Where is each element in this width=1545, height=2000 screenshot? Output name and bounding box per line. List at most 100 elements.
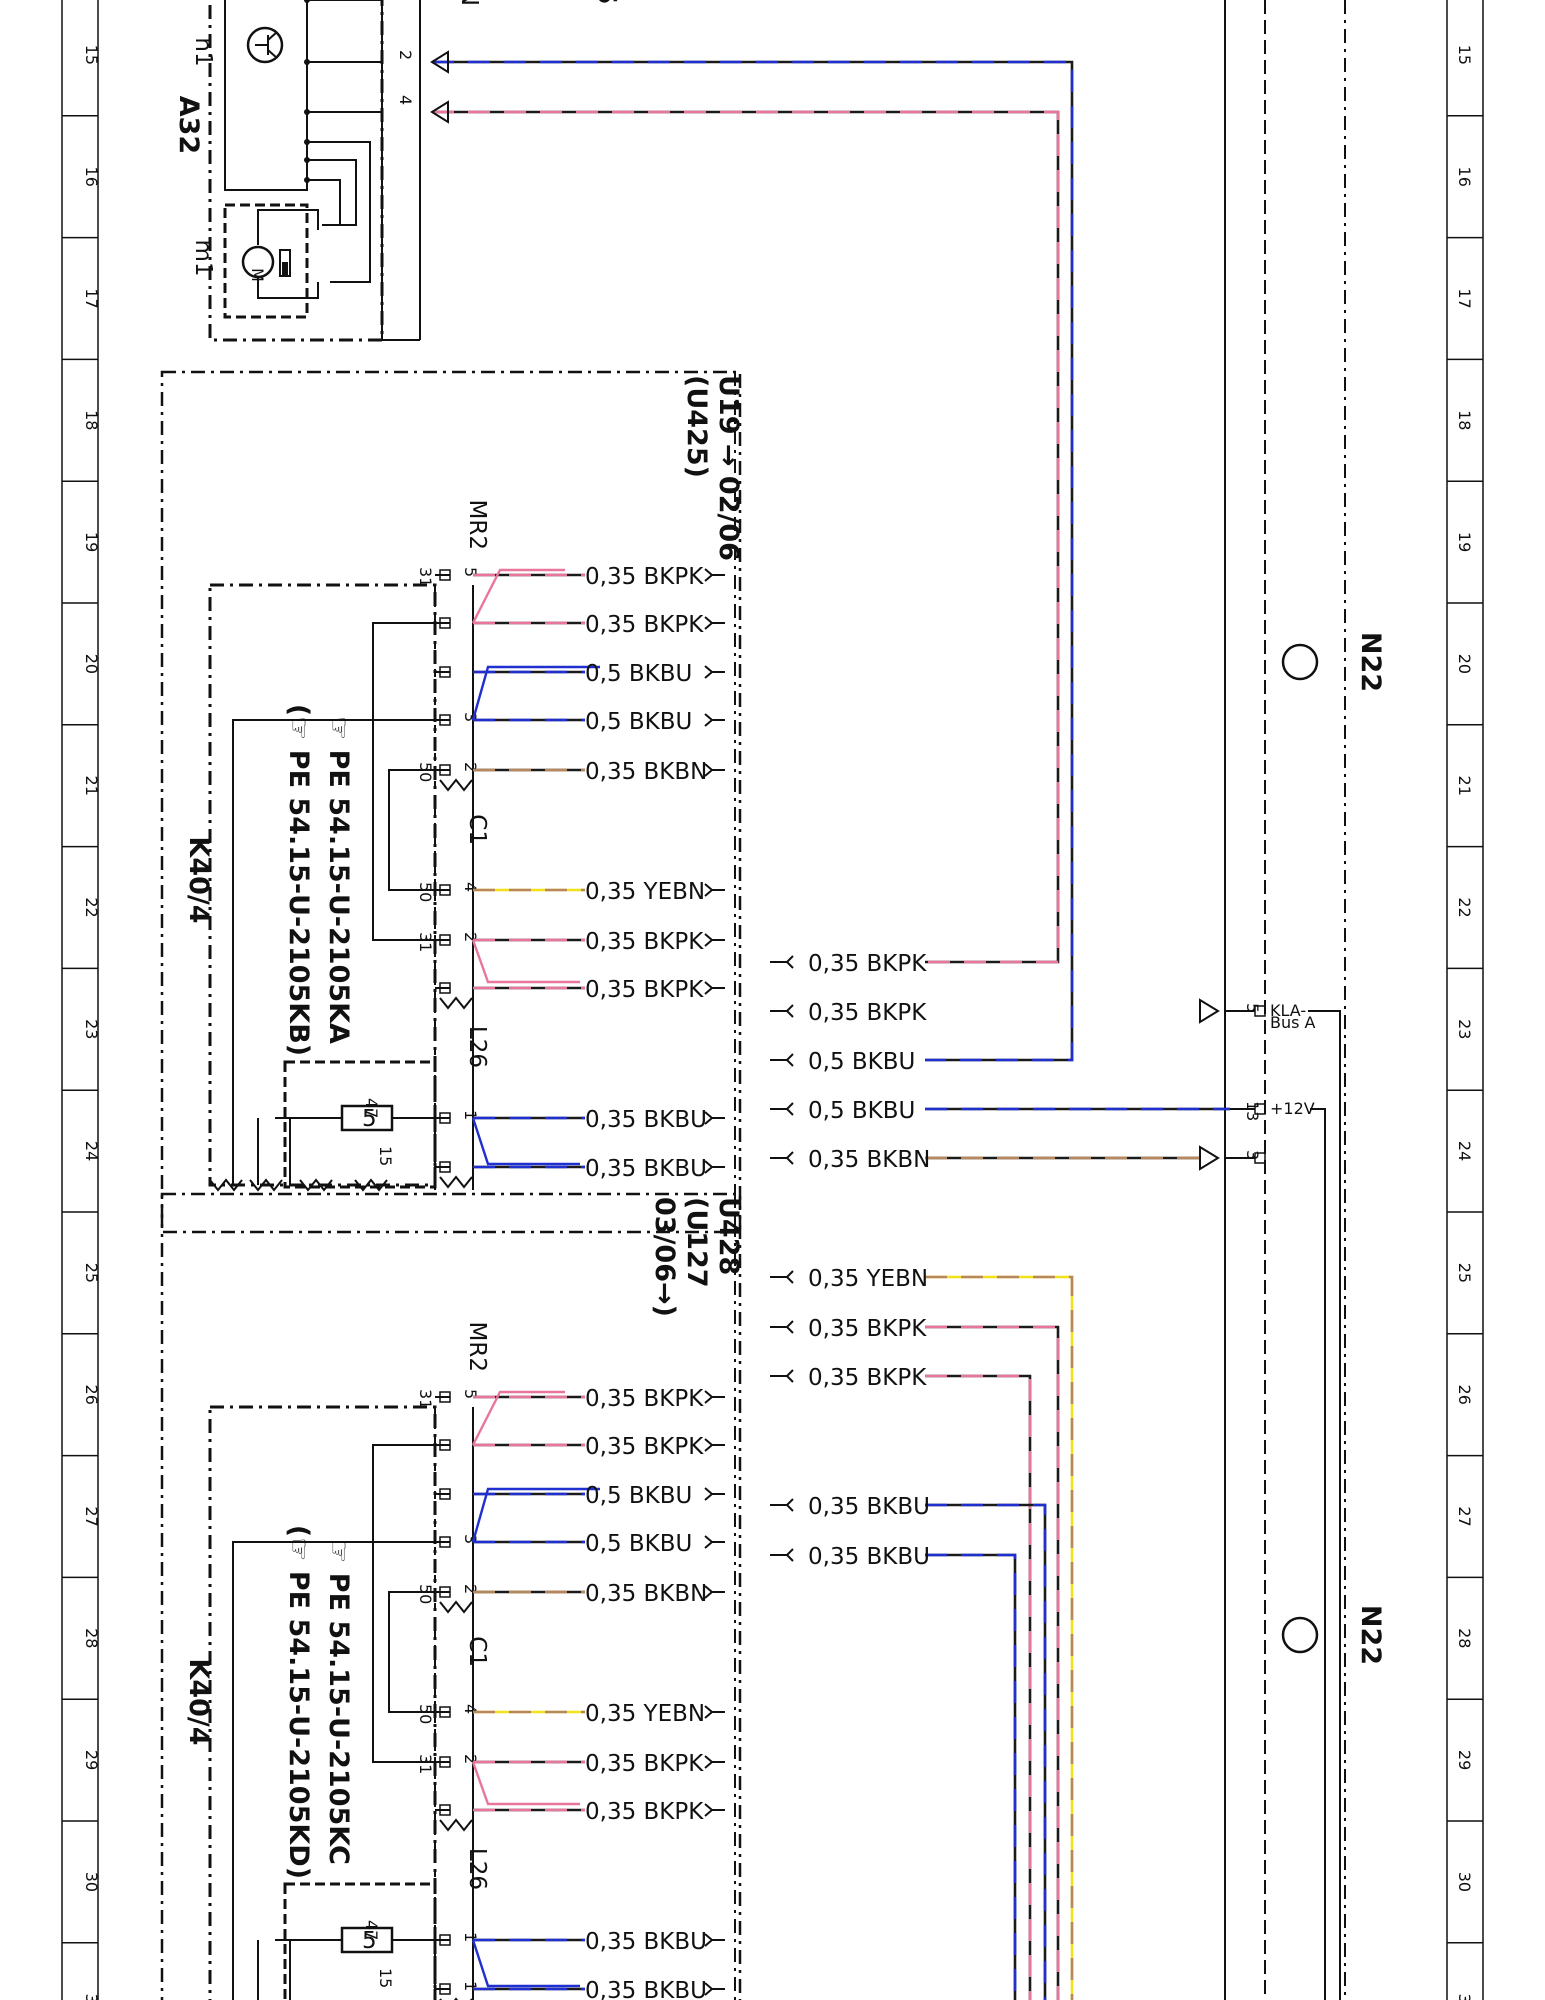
k40-pin-box [439,1391,451,1403]
k40-plug [704,713,714,727]
ruler-label-right: 24 [1455,1141,1474,1161]
k40-splice-bu [471,665,600,721]
mid-plug [785,1320,794,1334]
k40-variant: U19 → 02/06 [713,375,744,561]
k40-l26-frame [283,1882,437,2000]
mid-wire-label-6: 0,35 BKPK [808,1316,927,1342]
k40-wire-label-8: 0,35 BKBU [585,1929,707,1955]
ruler-label-right: 19 [1455,532,1474,552]
m1-wire-a [257,209,319,245]
wires [430,50,1230,2000]
k40-wire-label-3: 0,5 BKBU [585,709,692,735]
ruler-label-right: 29 [1455,1750,1474,1770]
k40-variant3: 03/06→) [649,1197,680,1317]
k40-pin-num: 3 [461,712,480,722]
k40-mr2: MR2 [464,1322,490,1372]
n22-transistor-icon-b [1281,1616,1319,1654]
k40-pin-in: 50 [416,882,435,902]
break-zigzag [439,996,473,1010]
junction-dot [304,177,310,183]
ruler-label-left: 20 [82,654,101,674]
k40-wire-label-6: 0,35 BKPK [585,929,704,955]
k40-pin-box [439,934,451,946]
k40-coil-wire [372,1444,435,1763]
ruler-label-right: 31 [1455,1994,1474,2000]
mid-wire-label-4: 0,35 BKBN [808,1147,930,1173]
mid-wire-9 [925,1553,1017,2000]
res-c: 15 [376,1146,395,1166]
ruler-label-right: 20 [1455,654,1474,674]
connector-arrow [430,50,449,74]
n22-12v-wire [1310,1108,1326,2000]
k40-plug [704,1535,714,1549]
mid-plug [785,1004,794,1018]
k40-pin-num: 2 [461,932,480,942]
mid-wire-7-stripe [925,1374,1032,2000]
k40-plug [704,616,714,630]
mid-plug [785,1548,794,1562]
mid-wire-8 [925,1503,1047,2000]
k40-splice-pk2 [471,939,580,984]
k40-coil-wire [372,622,435,941]
k40-pin-box [439,1934,451,1946]
mid-wire-label-1: 0,35 BKPK [808,1000,927,1026]
k40-l26: L26 [464,1026,490,1068]
k40-plug [704,981,714,995]
ruler-label-left: 23 [82,1019,101,1039]
ruler-label-right: 30 [1455,1872,1474,1892]
k40-variant2: (U127 [681,1197,712,1288]
n22-arrow [1199,1145,1220,1171]
k40-name: K40/4 [183,1658,214,1745]
a32-name: A32 [173,96,204,154]
k40-pin-box [439,1439,451,1451]
k40-common-wire [232,1541,435,2000]
mid-plug [785,955,794,969]
mid-wire-5 [925,1275,1074,2000]
n22-pin-num: 3 [1243,1150,1262,1160]
k40-pin-in: 50 [416,762,435,782]
k40-pin-box [439,1488,451,1500]
ruler-label-left: 28 [82,1628,101,1648]
k40-pin-box [439,1586,451,1598]
k40-pin-box [439,1112,451,1124]
k40-pin-box [439,1706,451,1718]
a32-m1-label: m1 [190,239,216,276]
break-zigzag [354,1178,388,1192]
break-zigzag [209,1178,243,1192]
ruler-label-right: 21 [1455,776,1474,796]
junction-dot [304,157,310,163]
k40-splice-bu2 [471,1939,580,1988]
ruler-label-left: 22 [82,897,101,917]
k40-plug [704,933,714,947]
k40-relay-frame [208,1405,437,2000]
k40-wire-label-0: 0,35 BKPK [585,1386,704,1412]
k40-wire-label-6: 0,35 BKPK [585,1751,704,1777]
k40-wire-label-2: 0,5 BKBU [585,661,692,687]
ruler-label-right: 16 [1455,167,1474,187]
n22-kla-label2: Bus A [1270,1013,1316,1032]
a32-motor-wire-1 [307,141,371,283]
junction-dot [304,59,310,65]
break-zigzag [439,1818,473,1832]
k40-plug [704,1755,714,1769]
ruler-label-left: 16 [82,167,101,187]
mid-plug [785,1102,794,1116]
mid-wire-label-0: 0,35 BKPK [808,951,927,977]
ruler-label-left: 19 [82,532,101,552]
k40-wire-label-7: 0,35 BKPK [585,977,704,1003]
k40-name: K40/4 [183,836,214,923]
n22-pin-label: KLA- [1270,1001,1306,1020]
k40-pin-num: 4 [461,1704,480,1714]
ruler-label-right: 23 [1455,1019,1474,1039]
k40-wire-label-9: 0,35 BKBU [585,1978,707,2000]
k40-wire-label-1: 0,35 BKPK [585,1434,704,1460]
n22-arrow [1199,998,1220,1024]
k40-splice-bu2 [471,1117,580,1166]
k40-pin-in: 50 [416,1704,435,1724]
mid-plug [785,1498,794,1512]
wire-a32-pin2-stripe [432,60,1074,1062]
ruler-label-left: 27 [82,1506,101,1526]
k40-pin-box [439,982,451,994]
res-c: 15 [376,1968,395,1988]
k40-pin-box [439,1161,451,1173]
